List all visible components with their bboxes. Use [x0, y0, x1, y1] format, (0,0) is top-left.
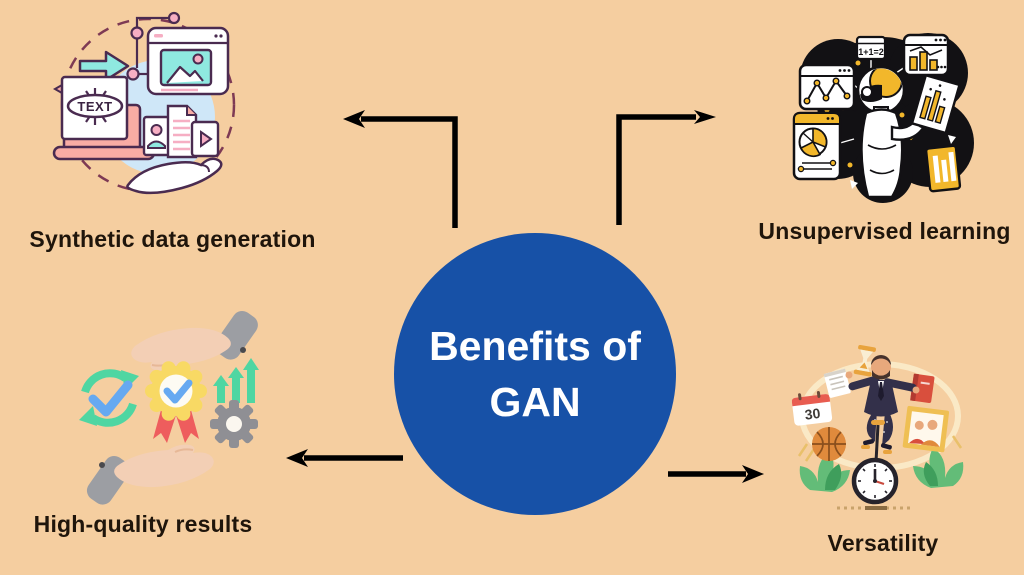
- arrow-to-bottom-right: [668, 465, 764, 483]
- central-title-line1: Benefits of: [429, 323, 641, 369]
- arrow-line: [616, 114, 696, 225]
- transform-arrow-icon: [78, 50, 130, 82]
- text-sign-label: TEXT: [77, 99, 112, 114]
- unicycle-clock: [851, 420, 899, 505]
- arrow-to-bottom-left: [286, 449, 403, 467]
- line-chart-window: [798, 63, 856, 111]
- chart-sheet: [910, 73, 961, 135]
- basketball-icon: [812, 427, 846, 461]
- arrow-head-icon: [694, 110, 716, 124]
- refresh-check-icon: [79, 369, 139, 427]
- arrow-head-icon: [286, 449, 308, 467]
- label-versatility: Versatility: [827, 530, 939, 556]
- juggling-unicyclist-clock-icon: 30: [791, 344, 964, 510]
- clock-ticks: [858, 464, 892, 498]
- pie-chart-window: [792, 111, 842, 181]
- yellow-card: [924, 144, 962, 193]
- equation-text: 1+1=2: [858, 47, 884, 57]
- photo-frame-icon: [902, 405, 950, 453]
- arrow-head-icon: [343, 110, 365, 128]
- central-topic-circle: Benefits of GAN: [394, 233, 676, 515]
- growth-arrows-icon: [213, 358, 259, 403]
- robot-data-analysis-icon: 1+1=2: [792, 33, 974, 203]
- label-high-quality-results: High-quality results: [33, 511, 253, 537]
- generated-image-window: [146, 26, 230, 96]
- label-synthetic-data-generation: Synthetic data generation: [29, 226, 316, 252]
- calendar-icon: 30: [791, 390, 833, 426]
- equation-box: 1+1=2: [855, 35, 887, 61]
- calendar-day-text: 30: [804, 405, 822, 423]
- hands-award-badge-icon: [79, 310, 259, 505]
- gear-icon: [210, 400, 258, 448]
- juggler: [845, 355, 920, 450]
- arrow-to-top-left: [343, 110, 458, 228]
- top-hand: [131, 310, 258, 371]
- arrow-to-top-right: [616, 110, 716, 225]
- right-plant: [913, 448, 964, 488]
- hourglass-icon: [853, 344, 876, 377]
- left-plant: [799, 452, 850, 492]
- synthetic-data-generation-icon: TEXT: [52, 11, 236, 195]
- media-documents: [142, 104, 220, 159]
- text-sign: TEXT: [52, 75, 129, 141]
- central-title-line2: GAN: [489, 379, 581, 425]
- arrow-line: [361, 116, 458, 228]
- deco-ticks: [797, 435, 963, 462]
- central-title: Benefits of GAN: [429, 318, 641, 430]
- hand-icon: [126, 157, 223, 195]
- circuit-lines-icon: [135, 16, 168, 76]
- bottom-hand: [86, 444, 214, 505]
- label-unsupervised-learning: Unsupervised learning: [758, 218, 1011, 244]
- award-badge-icon: [145, 361, 207, 443]
- arrow-head-icon: [742, 465, 764, 483]
- notepad-icon: [823, 368, 851, 398]
- circuit-dots: [126, 11, 181, 81]
- bar-chart-window: [902, 33, 950, 77]
- thumb-line: [199, 164, 210, 173]
